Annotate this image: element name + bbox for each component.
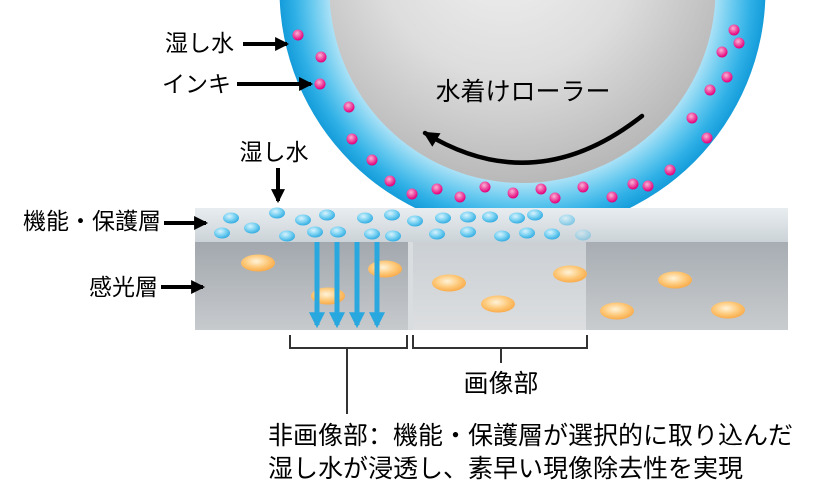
water-droplet [295, 214, 311, 226]
label-dampening-water-top: 湿し水 [165, 30, 234, 56]
oil-droplet [600, 302, 634, 320]
penetration-arrows-layer [308, 242, 386, 329]
ink-dot [704, 84, 716, 96]
ink-dot [686, 112, 698, 124]
ink-dot [314, 78, 326, 90]
water-droplet [319, 209, 335, 221]
water-droplet [460, 211, 476, 223]
label-protective-layer: 機能・保護層 [23, 208, 161, 234]
ink-dots-layer [292, 24, 745, 204]
ink-dot [431, 183, 443, 195]
ink-dot [716, 46, 728, 58]
label-roller: 水着けローラー [435, 78, 610, 106]
label-image-area: 画像部 [463, 370, 538, 398]
ink-dot [664, 164, 676, 176]
label-photosensitive-layer: 感光層 [89, 274, 158, 300]
ink-dot [315, 51, 327, 63]
ink-dot [366, 154, 378, 166]
ink-dot [721, 71, 733, 83]
water-droplet [460, 226, 476, 238]
ink-dot [479, 181, 491, 193]
water-droplet [364, 228, 380, 240]
water-droplet [384, 209, 400, 221]
caption-line2: 湿し水が浸透し、素早い現像除去性を実現 [268, 455, 743, 483]
ink-dot [406, 188, 418, 200]
label-dampening-water-mid: 湿し水 [240, 139, 309, 165]
water-droplet [559, 214, 575, 226]
water-droplet [544, 228, 560, 240]
caption-line1: 非画像部：機能・保護層が選択的に取り込んだ [268, 422, 793, 450]
ink-dot [733, 37, 745, 49]
water-droplet [494, 230, 510, 242]
water-droplet [357, 212, 373, 224]
water-droplet [435, 212, 451, 224]
nonimage-area-bracket [289, 335, 408, 414]
water-droplet [519, 227, 535, 239]
dampening-roller-group [279, 0, 766, 208]
water-droplets-layer [214, 207, 591, 242]
ink-dot [642, 180, 654, 192]
water-droplet [527, 209, 543, 221]
section-divider-strip [408, 242, 413, 330]
water-droplet [575, 229, 591, 241]
ink-dot [535, 183, 547, 195]
ink-dot [549, 192, 561, 204]
ink-dot [343, 101, 355, 113]
water-droplet [307, 226, 323, 238]
ink-dot [577, 181, 589, 193]
ink-dot [454, 191, 466, 203]
ink-dot [627, 178, 639, 190]
water-droplet [429, 228, 445, 240]
image-area-bracket [412, 335, 588, 363]
water-droplet [330, 226, 346, 238]
ink-dot [384, 175, 396, 187]
oil-droplet [368, 260, 402, 278]
water-droplet [269, 207, 285, 219]
water-droplet [223, 212, 239, 224]
oil-droplet [658, 271, 692, 289]
water-droplet [214, 227, 230, 239]
label-ink: インキ [162, 71, 231, 97]
oil-droplet [241, 254, 275, 272]
water-droplet [407, 215, 423, 227]
oil-droplet [553, 265, 587, 283]
ink-dot [606, 191, 618, 203]
water-droplet [279, 230, 295, 242]
water-droplet [482, 211, 498, 223]
oil-droplet [711, 301, 745, 319]
ink-dot [346, 133, 358, 145]
ink-dot [701, 132, 713, 144]
oil-droplet [481, 295, 515, 313]
water-droplet [244, 222, 260, 234]
water-droplet [385, 230, 401, 242]
oil-droplets-layer [241, 254, 745, 320]
water-droplet [509, 212, 525, 224]
ink-dot [507, 187, 519, 199]
roller-rotation-arrow [422, 113, 645, 165]
ink-dot [728, 24, 740, 36]
ink-dot [292, 29, 304, 41]
oil-droplet [432, 274, 466, 292]
